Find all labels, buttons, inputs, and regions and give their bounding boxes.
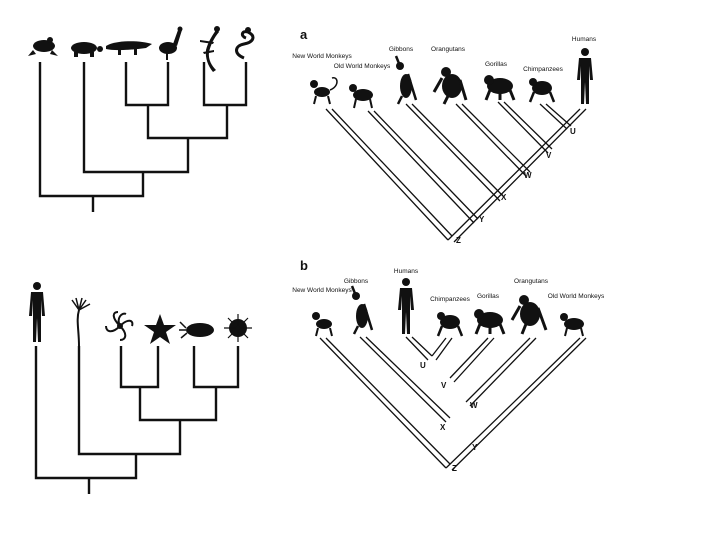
panel-b-tree bbox=[319, 336, 587, 471]
sea-lily-icon bbox=[71, 297, 91, 347]
panel-a-letter: a bbox=[300, 27, 308, 42]
bird-icon bbox=[159, 26, 183, 60]
node-label: W bbox=[470, 401, 478, 410]
sea-cucumber-icon bbox=[179, 321, 214, 339]
chimpanzee-icon bbox=[528, 78, 556, 103]
sea-star-icon bbox=[144, 314, 176, 344]
node-label: X bbox=[501, 193, 507, 202]
old-world-monkey-icon bbox=[349, 84, 373, 109]
gorilla-icon bbox=[474, 309, 506, 335]
brittle-star-icon bbox=[105, 311, 134, 341]
node-label: Z bbox=[452, 464, 457, 473]
panel-a-taxon-label: Gibbons bbox=[389, 46, 414, 53]
panel-b-taxon-label: Chimpanzees bbox=[430, 296, 470, 303]
panel-b-taxon-label: Gorillas bbox=[477, 293, 500, 300]
panel-a-taxon-label: Gorillas bbox=[485, 61, 508, 68]
panel-a-taxon-label: Chimpanzees bbox=[523, 66, 563, 73]
panel-b-taxon-label: Gibbons bbox=[344, 278, 369, 285]
bottom-left-cladogram bbox=[29, 282, 252, 494]
lizard-icon bbox=[200, 26, 220, 72]
node-label: Y bbox=[472, 443, 478, 452]
panel-b-taxon-label: Old World Monkeys bbox=[548, 293, 605, 300]
panel-b-taxon-label: Orangutans bbox=[514, 278, 549, 285]
gorilla-icon bbox=[484, 75, 516, 101]
panel-a-tree bbox=[325, 101, 587, 243]
panel-b-taxon-label: Humans bbox=[394, 268, 419, 275]
orangutan-icon bbox=[432, 67, 468, 105]
old-world-monkey-icon bbox=[560, 313, 584, 337]
node-label: V bbox=[546, 151, 552, 160]
crocodile-icon bbox=[106, 41, 152, 55]
panel-b-taxon-label: New World Monkeys bbox=[292, 287, 352, 294]
turtle-icon bbox=[71, 42, 103, 57]
chimpanzee-icon bbox=[436, 312, 464, 337]
node-label: U bbox=[420, 361, 426, 370]
node-label: U bbox=[570, 127, 576, 136]
node-label: V bbox=[441, 381, 447, 390]
panel-a-taxon-label: New World Monkeys bbox=[292, 53, 352, 60]
sea-urchin-icon bbox=[224, 314, 252, 342]
node-label: Z bbox=[456, 236, 461, 245]
panel-b: b New World Monkeys Gibbons Humans Chimp… bbox=[292, 258, 605, 473]
gibbon-icon bbox=[350, 285, 374, 335]
snake-icon bbox=[235, 27, 255, 60]
panel-a: a New World Monkeys Old World Monkeys Gi… bbox=[292, 27, 597, 245]
panel-b-letter: b bbox=[300, 258, 308, 273]
node-label: W bbox=[524, 171, 532, 180]
new-world-monkey-icon bbox=[310, 77, 338, 105]
gibbon-icon bbox=[394, 55, 418, 105]
panel-a-taxon-label: Orangutans bbox=[431, 46, 466, 53]
human-icon bbox=[398, 278, 414, 334]
panel-a-taxon-label: Old World Monkeys bbox=[334, 63, 391, 70]
node-label: Y bbox=[479, 215, 485, 224]
top-left-cladogram bbox=[28, 26, 255, 212]
node-label: X bbox=[440, 423, 446, 432]
new-world-monkey-icon bbox=[312, 312, 333, 337]
human-icon bbox=[577, 48, 593, 104]
human-icon bbox=[29, 282, 45, 342]
orangutan-icon bbox=[510, 295, 548, 335]
panel-a-taxon-label: Humans bbox=[572, 36, 597, 43]
frog-icon bbox=[28, 37, 58, 56]
